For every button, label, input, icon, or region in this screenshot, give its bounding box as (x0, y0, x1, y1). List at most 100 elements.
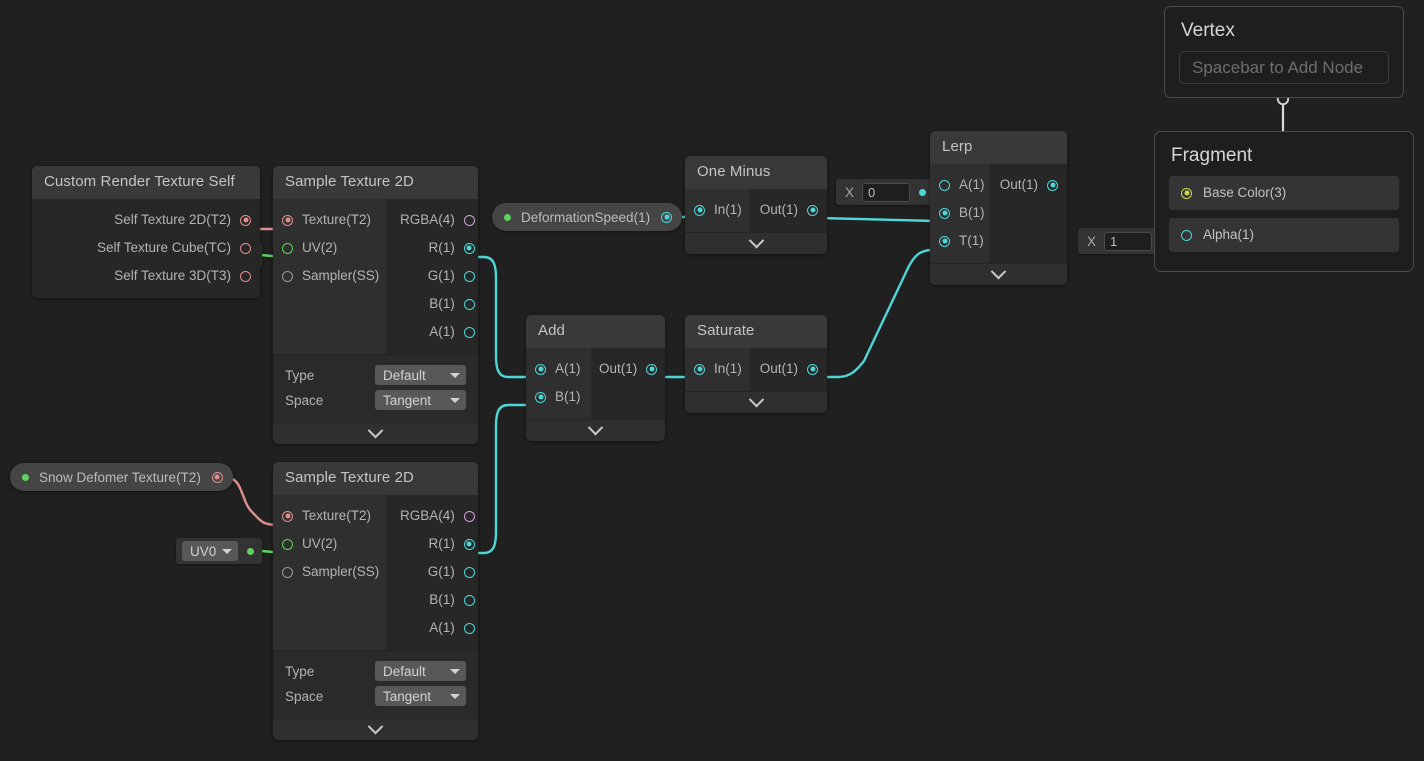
collapse-toggle-top[interactable] (273, 422, 478, 444)
output-port-b[interactable] (463, 594, 475, 606)
output-port-rgba[interactable] (463, 214, 475, 226)
port-row-out[interactable]: Out(1) (750, 355, 827, 383)
float-value-field[interactable]: 1 (1104, 231, 1153, 251)
input-port-b[interactable] (939, 207, 950, 219)
control-row-type[interactable]: Type Default (285, 363, 466, 387)
port-row-a[interactable]: A(1) (930, 171, 989, 199)
port-row-a[interactable]: A(1) (386, 614, 478, 642)
port-row-uv[interactable]: UV(2) (273, 234, 386, 262)
port-row-r[interactable]: R(1) (386, 234, 478, 262)
property-node-snow-deformer-texture[interactable]: Snow Defomer Texture(T2) (10, 463, 233, 491)
output-port-self-texture-3d[interactable] (240, 270, 251, 282)
port-row-rgba[interactable]: RGBA(4) (386, 502, 478, 530)
input-port-in[interactable] (694, 363, 705, 375)
port-row-in[interactable]: In(1) (685, 355, 750, 383)
node-sample-texture-2d-bottom[interactable]: Sample Texture 2D Texture(T2) UV(2) Samp… (273, 462, 478, 740)
output-port-r[interactable] (463, 242, 475, 254)
control-row-space[interactable]: Space Tangent (285, 684, 466, 708)
input-port-t[interactable] (939, 235, 950, 247)
output-port-out[interactable] (646, 363, 658, 375)
port-row-g[interactable]: G(1) (386, 262, 478, 290)
input-port-b[interactable] (535, 391, 546, 403)
input-port-a[interactable] (535, 363, 546, 375)
port-row-b[interactable]: B(1) (526, 383, 591, 411)
output-port-b[interactable] (463, 298, 475, 310)
port-row-g[interactable]: G(1) (386, 558, 478, 586)
port-row-out[interactable]: Out(1) (591, 355, 665, 383)
type-dropdown[interactable]: Default (375, 661, 466, 681)
float-value-field[interactable]: 0 (862, 182, 911, 202)
output-port-snow-deformer-texture[interactable] (211, 471, 223, 483)
output-port-rgba[interactable] (463, 510, 475, 522)
port-row-texture[interactable]: Texture(T2) (273, 502, 386, 530)
vertex-add-node-placeholder[interactable]: Spacebar to Add Node (1179, 51, 1389, 84)
collapse-toggle-add[interactable] (526, 419, 665, 441)
node-fragment-stack[interactable]: Fragment Base Color(3) Alpha(1) (1154, 131, 1414, 272)
node-saturate[interactable]: Saturate In(1) Out(1) (685, 315, 827, 413)
port-row-b[interactable]: B(1) (930, 199, 989, 227)
node-lerp[interactable]: Lerp A(1) B(1) T(1) Out(1) (930, 131, 1067, 285)
control-row-space[interactable]: Space Tangent (285, 388, 466, 412)
control-row-type[interactable]: Type Default (285, 659, 466, 683)
output-port-self-texture-cube[interactable] (240, 242, 251, 254)
port-row-rgba[interactable]: RGBA(4) (386, 206, 478, 234)
port-row-t[interactable]: T(1) (930, 227, 989, 255)
input-port-sampler[interactable] (282, 270, 293, 282)
output-port-out[interactable] (807, 204, 818, 216)
uv-dropdown-bottom[interactable]: UV0 (182, 541, 238, 561)
property-node-deformation-speed[interactable]: DeformationSpeed(1) (492, 203, 683, 231)
space-dropdown[interactable]: Tangent (375, 686, 466, 706)
input-port-sampler[interactable] (282, 566, 293, 578)
input-port-uv[interactable] (282, 242, 293, 254)
port-row-uv[interactable]: UV(2) (273, 530, 386, 558)
node-add[interactable]: Add A(1) B(1) Out(1) (526, 315, 665, 441)
output-port-out[interactable] (1047, 179, 1058, 191)
type-dropdown[interactable]: Default (375, 365, 466, 385)
float-output-port[interactable] (919, 188, 927, 196)
port-row-in[interactable]: In(1) (685, 196, 750, 224)
collapse-toggle-bottom[interactable] (273, 718, 478, 740)
output-port-deformation-speed[interactable] (661, 211, 673, 223)
output-port-out[interactable] (807, 363, 818, 375)
node-one-minus[interactable]: One Minus In(1) Out(1) (685, 156, 827, 254)
block-alpha[interactable]: Alpha(1) (1169, 218, 1399, 252)
port-row-a[interactable]: A(1) (386, 318, 478, 346)
port-row-texture[interactable]: Texture(T2) (273, 206, 386, 234)
output-port-a[interactable] (463, 622, 475, 634)
float-input-lerp-a[interactable]: X 0 (836, 179, 935, 205)
port-row-out[interactable]: Out(1) (750, 196, 827, 224)
output-port-r[interactable] (463, 538, 475, 550)
node-custom-render-texture-self[interactable]: Custom Render Texture Self Self Texture … (32, 166, 260, 298)
input-port-alpha[interactable] (1181, 229, 1192, 241)
port-row-out[interactable]: Out(1) (989, 171, 1067, 199)
collapse-toggle-saturate[interactable] (685, 391, 827, 413)
block-base-color[interactable]: Base Color(3) (1169, 176, 1399, 210)
port-row-self-texture-cube[interactable]: Self Texture Cube(TC) (32, 234, 260, 262)
space-dropdown[interactable]: Tangent (375, 390, 466, 410)
uv-channel-widget-bottom[interactable]: UV0 (176, 538, 262, 564)
node-sample-texture-2d-top[interactable]: Sample Texture 2D Texture(T2) UV(2) Samp… (273, 166, 478, 444)
output-port-a[interactable] (463, 326, 475, 338)
collapse-toggle-one-minus[interactable] (685, 232, 827, 254)
port-row-b[interactable]: B(1) (386, 586, 478, 614)
input-port-texture[interactable] (282, 214, 293, 226)
port-row-sampler[interactable]: Sampler(SS) (273, 558, 386, 586)
input-port-a[interactable] (939, 179, 950, 191)
output-port-g[interactable] (463, 270, 475, 282)
input-port-uv[interactable] (282, 538, 293, 550)
uv-output-port-bottom[interactable] (247, 547, 254, 555)
node-vertex-stack[interactable]: Vertex Spacebar to Add Node (1164, 6, 1404, 98)
output-port-self-texture-2d[interactable] (240, 214, 251, 226)
collapse-toggle-lerp[interactable] (930, 263, 1067, 285)
port-row-r[interactable]: R(1) (386, 530, 478, 558)
input-port-texture[interactable] (282, 510, 293, 522)
input-port-base-color[interactable] (1181, 187, 1192, 199)
input-port-in[interactable] (694, 204, 705, 216)
port-row-self-texture-2d[interactable]: Self Texture 2D(T2) (32, 206, 260, 234)
output-port-g[interactable] (463, 566, 475, 578)
port-row-self-texture-3d[interactable]: Self Texture 3D(T3) (32, 262, 260, 290)
port-row-sampler[interactable]: Sampler(SS) (273, 262, 386, 290)
port-row-b[interactable]: B(1) (386, 290, 478, 318)
port-row-a[interactable]: A(1) (526, 355, 591, 383)
